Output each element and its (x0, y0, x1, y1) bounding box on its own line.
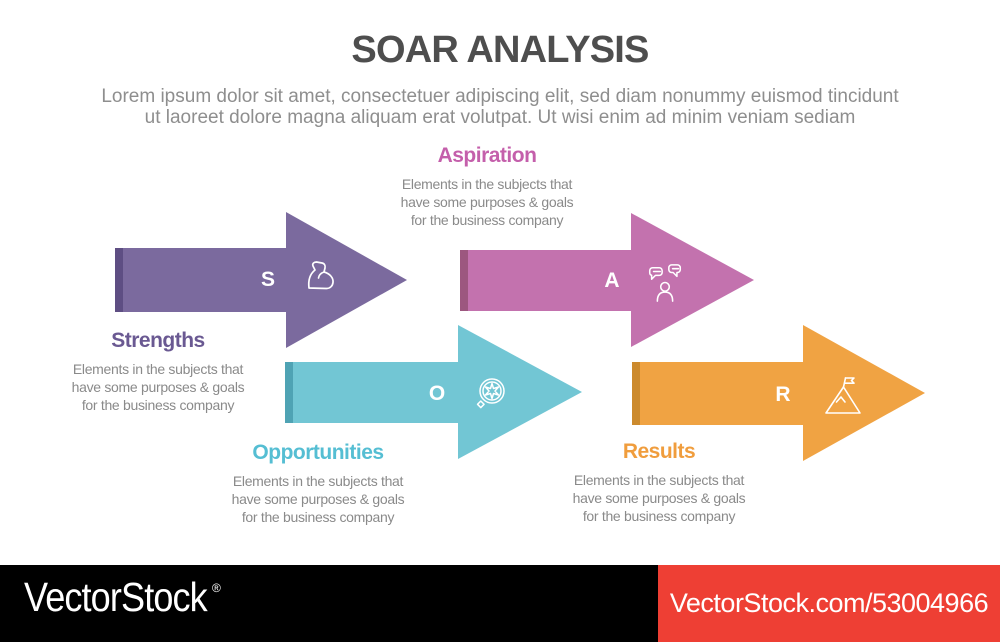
section-description: Elements in the subjects that have some … (71, 361, 245, 413)
letter-badge-r: R (775, 383, 791, 406)
arrow-strengths-head (286, 212, 407, 348)
arrow-results-edge (632, 362, 640, 425)
section-label: Aspiration (437, 144, 537, 167)
arrow-strengths-edge (115, 248, 123, 312)
muscle-icon (300, 257, 340, 297)
arrow-opportunities-shaft (293, 362, 458, 423)
arrow-results-head (803, 325, 925, 461)
arrow-aspiration-edge (460, 250, 468, 311)
watermark-url-band: VectorStock.com/53004966 (658, 565, 1000, 642)
page-title: SOAR ANALYSIS (351, 29, 649, 71)
arrow-strengths-shaft (123, 248, 286, 312)
section-label: Results (622, 440, 696, 463)
section-description: Elements in the subjects that have some … (231, 473, 405, 525)
section-label: Opportunities (252, 441, 384, 464)
chat-people-icon (644, 262, 686, 304)
section-aspiration: Aspiration Elements in the subjects that… (347, 144, 627, 229)
arrow-opportunities-head (458, 325, 582, 459)
watermark-url: VectorStock.com/53004966 (669, 588, 989, 618)
arrow-aspiration-shaft (468, 250, 631, 311)
page-subtitle: Lorem ipsum dolor sit amet, consectetuer… (101, 86, 899, 128)
vectorstock-logo: VectorStock (24, 574, 208, 620)
section-label: Strengths (111, 329, 205, 352)
letter-badge-s: S (260, 268, 275, 291)
section-results: Results Elements in the subjects that ha… (519, 440, 799, 525)
section-strengths: Strengths Elements in the subjects that … (18, 329, 298, 414)
letter-badge-a: A (604, 269, 620, 292)
arrow-opportunities-edge (285, 362, 293, 423)
letter-badge-o: O (428, 382, 446, 405)
section-description: Elements in the subjects that have some … (572, 472, 746, 524)
mountain-flag-icon (821, 374, 865, 418)
registered-trademark-icon: ® (212, 581, 221, 595)
section-opportunities: Opportunities Elements in the subjects t… (178, 441, 458, 526)
section-description: Elements in the subjects that have some … (400, 176, 574, 228)
arrow-aspiration-head (631, 213, 754, 347)
watermark-bar: VectorStock.com/53004966 (0, 565, 1000, 642)
magnifier-icon (470, 374, 510, 414)
arrow-results-shaft (640, 362, 803, 425)
